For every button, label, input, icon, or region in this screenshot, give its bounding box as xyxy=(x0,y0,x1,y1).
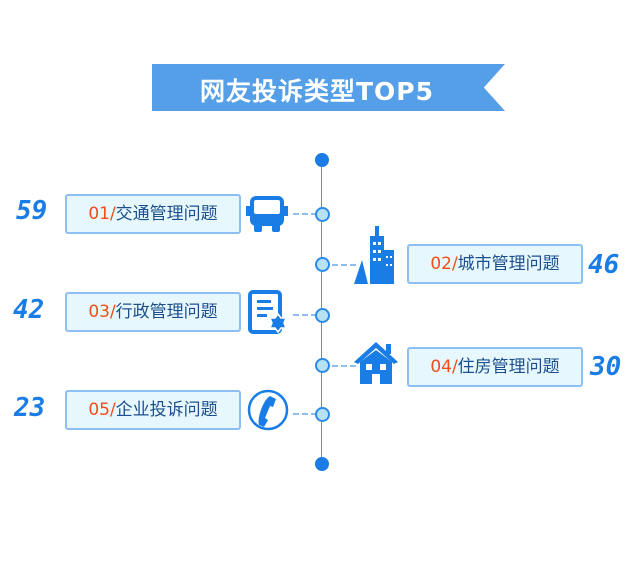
label: 城市管理问题 xyxy=(457,254,560,274)
rank: 01/ xyxy=(88,204,116,224)
timeline-end-dot xyxy=(315,457,329,471)
rank: 03/ xyxy=(88,302,116,322)
connector xyxy=(293,213,317,215)
timeline-start-dot xyxy=(315,153,329,167)
label: 住房管理问题 xyxy=(457,357,560,377)
timeline-node-5 xyxy=(315,407,330,422)
phone-icon xyxy=(247,389,289,431)
connector xyxy=(332,365,356,367)
city-buildings-icon xyxy=(354,226,394,284)
label: 行政管理问题 xyxy=(115,302,218,322)
timeline-node-3 xyxy=(315,308,330,323)
title: 网友投诉类型TOP5 xyxy=(199,77,435,106)
bus-icon xyxy=(246,196,288,232)
label: 交通管理问题 xyxy=(115,204,218,224)
count-4: 30 xyxy=(590,352,622,382)
title-banner: 网友投诉类型TOP5 xyxy=(152,64,505,111)
label: 企业投诉问题 xyxy=(115,400,218,420)
count-5: 23 xyxy=(14,393,46,423)
count-3: 42 xyxy=(13,295,45,325)
timeline-node-2 xyxy=(315,257,330,272)
rank: 04/ xyxy=(430,357,458,377)
count-1: 59 xyxy=(16,196,48,226)
document-settings-icon xyxy=(248,290,288,334)
count-2: 46 xyxy=(588,250,620,280)
house-icon xyxy=(354,342,398,384)
item-box-5: 05/企业投诉问题 xyxy=(65,390,241,430)
item-box-1: 01/交通管理问题 xyxy=(65,194,241,234)
rank: 02/ xyxy=(430,254,458,274)
timeline-node-4 xyxy=(315,358,330,373)
connector xyxy=(293,314,317,316)
rank: 05/ xyxy=(88,400,116,420)
item-box-2: 02/城市管理问题 xyxy=(407,244,583,284)
connector xyxy=(332,264,356,266)
item-box-4: 04/住房管理问题 xyxy=(407,347,583,387)
item-box-3: 03/行政管理问题 xyxy=(65,292,241,332)
timeline-node-1 xyxy=(315,207,330,222)
connector xyxy=(293,413,317,415)
